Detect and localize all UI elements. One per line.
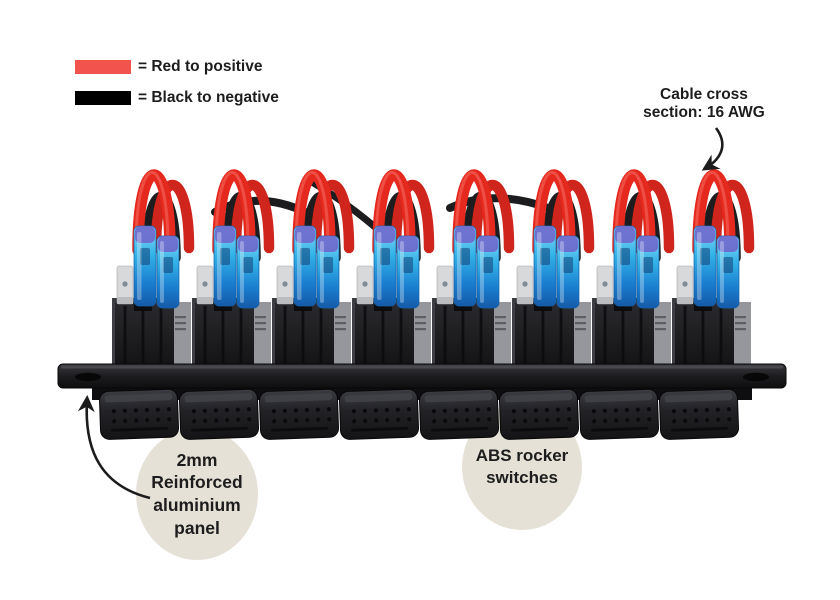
red-wire-swatch xyxy=(75,60,131,74)
wiring-legend: = Red to positive = Black to negative xyxy=(75,58,279,120)
cable-note-arrow xyxy=(701,127,724,171)
rocker-material-badge-text: ABS rocker switches xyxy=(475,445,569,487)
black-wire-swatch xyxy=(75,91,131,105)
switch-module-row xyxy=(112,173,751,371)
legend-label-red: = Red to positive xyxy=(138,58,263,75)
legend-row-red: = Red to positive xyxy=(75,58,279,76)
mounting-slot-right xyxy=(743,372,769,382)
cable-note: Cable cross section: 16 AWG xyxy=(643,86,765,122)
legend-row-black: = Black to negative xyxy=(75,89,279,107)
panel-badge-arrow xyxy=(77,394,151,500)
panel-material-badge-text: 2mm Reinforced aluminium panel xyxy=(151,449,243,538)
panel-material-badge: 2mm Reinforced aluminium panel xyxy=(136,428,258,560)
legend-label-black: = Black to negative xyxy=(138,89,279,106)
mounting-slot-left xyxy=(75,372,101,382)
